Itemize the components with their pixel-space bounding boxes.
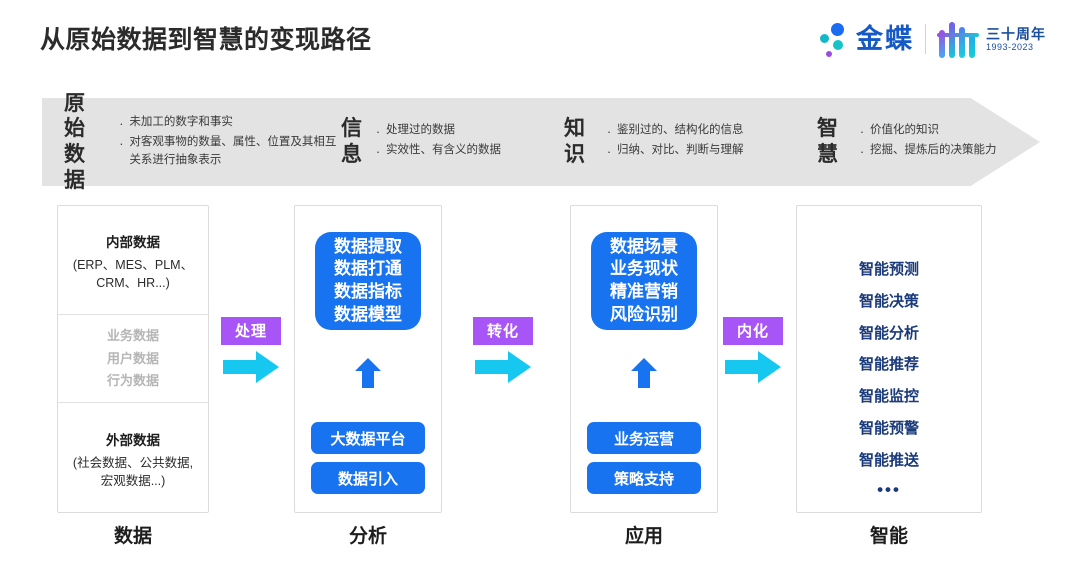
data-column-card: 内部数据 (ERP、MES、PLM、 CRM、HR...) 业务数据 用户数据 … <box>57 205 209 513</box>
analysis-pill-1[interactable]: 大数据平台 <box>311 422 425 454</box>
banner-segment-title: 信 息 <box>341 117 362 166</box>
connector-label: 内化 <box>723 317 783 345</box>
dikw-banner-arrow <box>42 98 1040 186</box>
banner-bullet-text: 挖掘、提炼后的决策能力 <box>870 144 997 156</box>
column-label-application: 应用 <box>624 526 663 547</box>
external-data-block: 外部数据 (社会数据、公共数据, 宏观数据...) <box>58 403 208 490</box>
banner-segment-bullets: · 未加工的数字和事实 · 对客观事物的数量、属性、位置及其相互关系进行抽象表示 <box>113 114 341 170</box>
column-label-data: 数据 <box>113 526 152 547</box>
bullet-dot-icon: · <box>606 144 612 159</box>
right-arrow-icon <box>221 351 281 383</box>
capability-more-indicator: ••• <box>877 479 901 499</box>
banner-segment-raw-data: 原始 数据 · 未加工的数字和事实 · 对客观事物的数量、属性、位置及其相互关系进行… <box>64 92 341 192</box>
dikw-banner-content: 原始 数据 · 未加工的数字和事实 · 对客观事物的数量、属性、位置及其相互关系进行… <box>42 92 1040 192</box>
analysis-main-box[interactable]: 数据提取 数据打通 数据指标 数据模型 <box>315 232 421 330</box>
intelligence-capability-list: 智能预测 智能决策 智能分析 智能推荐 智能监控 智能预警 智能推送 ••• <box>797 254 981 502</box>
column-label-intelligence: 智能 <box>869 526 908 547</box>
banner-segment-knowledge: 知 识 · 鉴别过的、结构化的信息 · 归纳、对比、判断与理解 <box>564 98 817 186</box>
capability-item: 智能分析 <box>858 324 919 342</box>
banner-segment-bullets: · 价值化的知识 · 挖掘、提炼后的决策能力 <box>854 122 997 162</box>
bullet-dot-icon: · <box>119 136 124 152</box>
logo-brand-text: 金蝶 <box>856 23 914 54</box>
bullet-dot-icon: · <box>375 144 381 159</box>
banner-bullet-text: 未加工的数字和事实 <box>129 116 233 129</box>
banner-segment-bullets: · 鉴别过的、结构化的信息 · 归纳、对比、判断与理解 <box>601 122 744 162</box>
up-arrow-icon <box>631 358 657 388</box>
banner-bullet-text: 归纳、对比、判断与理解 <box>617 144 744 156</box>
banner-segment-title: 知 识 <box>564 117 585 166</box>
capability-item: 智能预测 <box>858 261 919 278</box>
right-arrow-icon <box>473 351 533 383</box>
banner-segment-information: 信 息 · 处理过的数据 · 实效性、有含义的数据 <box>341 98 564 186</box>
banner-bullet-text: 价值化的知识 <box>870 123 939 136</box>
connector-transformation: 转化 <box>473 317 533 383</box>
connector-internalization: 内化 <box>723 317 783 383</box>
page-title: 从原始数据到智慧的变现路径 <box>40 26 372 54</box>
banner-segment-title: 原始 数据 <box>64 91 85 192</box>
card-divider <box>58 402 208 404</box>
anniversary-years: 1993-2023 <box>986 41 1034 52</box>
kingdee-logo: 金蝶 三十周年 1993-2023 <box>818 18 1046 60</box>
external-data-title: 外部数据 <box>106 433 160 449</box>
bullet-dot-icon: · <box>375 123 381 139</box>
connector-label: 转化 <box>473 317 533 345</box>
internal-data-sources: (ERP、MES、PLM、 CRM、HR...) <box>72 258 194 291</box>
data-type-item: 用户数据 <box>106 350 159 366</box>
logo-dots-icon <box>818 21 852 57</box>
external-data-sources: (社会数据、公共数据, 宏观数据...) <box>72 456 194 489</box>
connector-processing: 处理 <box>221 317 281 383</box>
banner-bullet-text: 对客观事物的数量、属性、位置及其相互关系进行抽象表示 <box>129 136 337 167</box>
application-pill-2[interactable]: 策略支持 <box>587 462 701 494</box>
intelligence-column-card: 智能预测 智能决策 智能分析 智能推荐 智能监控 智能预警 智能推送 ••• <box>796 205 982 513</box>
logo-divider <box>925 24 926 54</box>
bullet-dot-icon: · <box>859 123 865 139</box>
anniversary-label: 三十周年 <box>986 25 1046 42</box>
capability-item: 智能决策 <box>858 292 919 310</box>
column-label-analysis: 分析 <box>348 526 387 547</box>
anniversary-mark-icon <box>937 20 979 58</box>
bullet-dot-icon: · <box>859 144 865 159</box>
capability-item: 智能推送 <box>858 451 919 469</box>
anniversary-text: 三十周年 1993-2023 <box>986 26 1046 52</box>
connector-label: 处理 <box>221 317 281 345</box>
banner-bullet-text: 处理过的数据 <box>386 123 455 136</box>
banner-bullet-text: 鉴别过的、结构化的信息 <box>617 123 744 136</box>
right-arrow-icon <box>723 351 783 383</box>
data-type-item: 业务数据 <box>106 328 159 344</box>
bullet-dot-icon: · <box>606 123 612 139</box>
data-type-item: 行为数据 <box>106 372 159 388</box>
capability-item: 智能推荐 <box>858 356 919 374</box>
capability-item: 智能监控 <box>858 388 919 406</box>
application-main-box[interactable]: 数据场景 业务现状 精准营销 风险识别 <box>591 232 697 330</box>
banner-segment-wisdom: 智 慧 · 价值化的知识 · 挖掘、提炼后的决策能力 <box>817 98 1037 186</box>
internal-data-title: 内部数据 <box>106 235 160 250</box>
card-divider <box>58 314 208 316</box>
up-arrow-icon <box>355 358 381 388</box>
data-types-block: 业务数据 用户数据 行为数据 <box>58 315 208 402</box>
capability-item: 智能预警 <box>858 419 919 437</box>
internal-data-block: 内部数据 (ERP、MES、PLM、 CRM、HR...) <box>58 206 208 314</box>
application-pill-1[interactable]: 业务运营 <box>587 422 701 454</box>
banner-segment-title: 智 慧 <box>817 117 838 166</box>
banner-segment-bullets: · 处理过的数据 · 实效性、有含义的数据 <box>370 122 501 162</box>
banner-bullet-text: 实效性、有含义的数据 <box>386 144 501 156</box>
analysis-pill-2[interactable]: 数据引入 <box>311 462 425 494</box>
bullet-dot-icon: · <box>119 116 124 132</box>
